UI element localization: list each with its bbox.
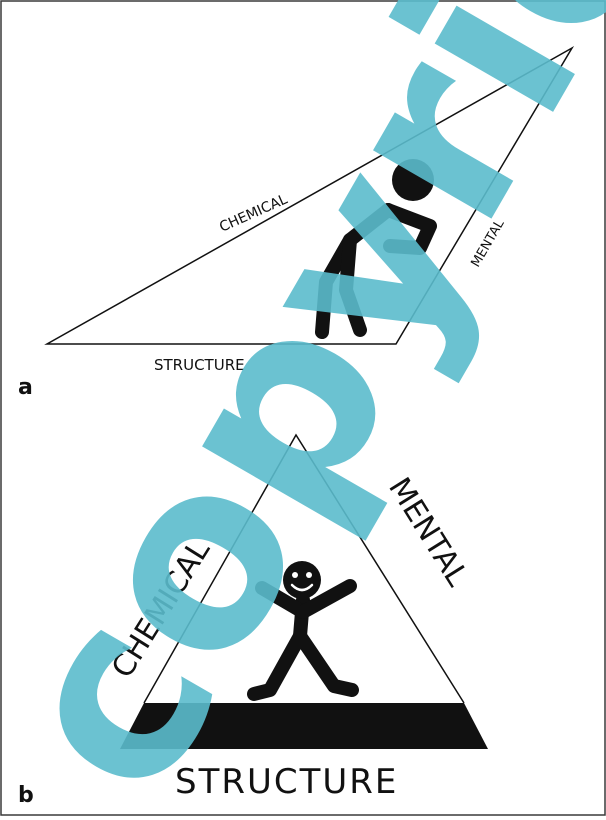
panel-a-label: a bbox=[18, 375, 33, 400]
panel-b-label: b bbox=[18, 783, 34, 808]
